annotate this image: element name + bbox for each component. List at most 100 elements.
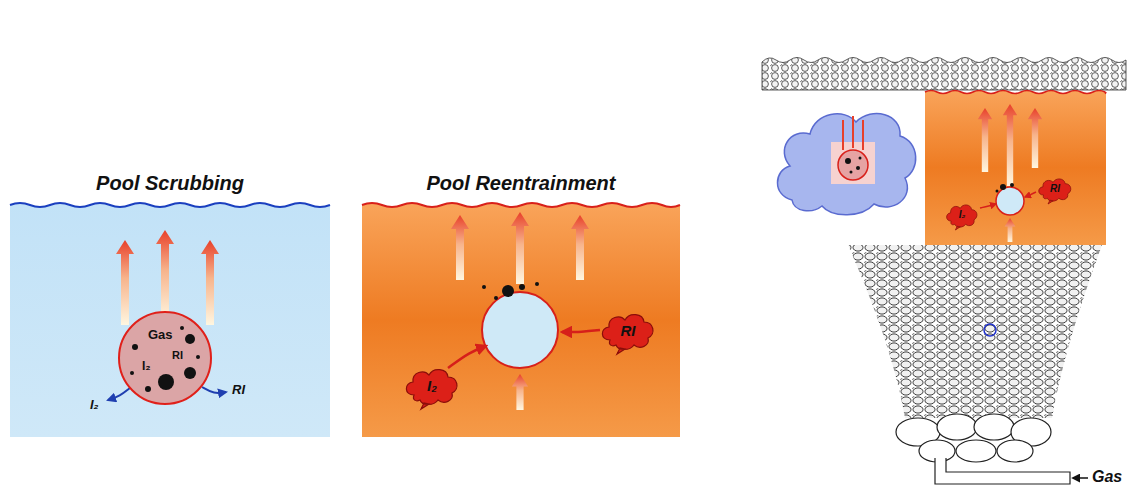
- panel-title: Pool Scrubbing: [10, 172, 330, 195]
- aerosol-particle: [184, 367, 196, 379]
- node-outline: [118, 311, 212, 405]
- iodine-blob: [602, 315, 653, 354]
- transfer-arrow: [980, 204, 996, 208]
- water-pool: [10, 203, 330, 437]
- transfer-arrow: [108, 388, 130, 400]
- species-blob: I₂: [944, 202, 980, 230]
- pool-panel: GasRI I₂ Pool Scrubbing: [10, 160, 330, 437]
- rising-arrow: [862, 120, 864, 150]
- node-outline: [362, 160, 680, 437]
- gas-bubble-node: GasRI I₂: [118, 311, 212, 405]
- aerosol-particle: [180, 326, 184, 330]
- pool-surface: [10, 203, 330, 207]
- bubble-plume: [848, 245, 1102, 418]
- aerosol-particle: [132, 344, 138, 350]
- large-bubble: [937, 414, 977, 440]
- aerosol-particle: [185, 334, 195, 344]
- gas-bubble: [996, 187, 1024, 215]
- text-holder: I₂: [944, 202, 980, 226]
- aerosol-particle: [859, 157, 862, 160]
- aerosol-particle: [850, 171, 853, 174]
- rising-arrow: [1005, 218, 1016, 242]
- aerosol-particle: [519, 284, 525, 290]
- text-holder: RI: [172, 349, 183, 361]
- rising-arrow: [852, 116, 854, 148]
- marked-bubble: [984, 324, 996, 336]
- water-pool: [362, 203, 680, 437]
- rising-arrow: [451, 215, 469, 280]
- large-bubble: [997, 440, 1033, 462]
- bubble-inset: [831, 142, 875, 184]
- droplet-cloud: [778, 114, 916, 215]
- gas-inlet-arrow: [1073, 477, 1088, 479]
- iodine-blob: [947, 205, 977, 230]
- species-label: RI: [621, 322, 636, 339]
- panel-title: Pool Reentrainment: [362, 172, 680, 195]
- rising-arrow: [156, 230, 174, 320]
- iodine-blob: [1039, 179, 1071, 204]
- species-label: I₂: [427, 377, 437, 394]
- species-blob: I₂: [402, 365, 462, 409]
- text-holder: Pool Reentrainment: [362, 172, 680, 195]
- aerosol-particle: [158, 374, 174, 390]
- text-holder: RI: [598, 310, 658, 350]
- rising-arrow: [1003, 104, 1017, 186]
- aerosol-particle: [1000, 184, 1006, 190]
- rising-arrow: [116, 240, 134, 325]
- aerosol-particle: [856, 166, 860, 170]
- gas-bubble: [482, 292, 558, 368]
- species-label: I₂: [959, 209, 966, 220]
- bubble-label: RI: [172, 349, 183, 361]
- froth-layer: [762, 58, 1126, 91]
- bubble-column-figure: [762, 58, 1126, 485]
- rising-arrow: [1028, 108, 1042, 168]
- gas-bubble: [838, 150, 868, 180]
- species-label: RI: [232, 382, 245, 397]
- species-blob: RI: [598, 310, 658, 354]
- pool-panel: I₂ RI Pool Reentrainment: [362, 160, 680, 437]
- pool-surface: [362, 203, 680, 207]
- aerosol-particle: [482, 285, 486, 289]
- text-holder: I₂: [142, 359, 151, 373]
- species-label: RI: [1050, 183, 1060, 194]
- pool-surface: [925, 91, 1106, 94]
- aerosol-particle: [502, 285, 514, 297]
- label-holder: Gas: [1092, 468, 1122, 486]
- aerosol-particle: [996, 190, 999, 193]
- aerosol-particle: [535, 282, 539, 286]
- species-label: I₂: [90, 397, 99, 412]
- bubble-label: Gas: [148, 327, 173, 342]
- species-blob: RI: [1036, 176, 1074, 204]
- iodine-blob: [406, 370, 457, 409]
- text-holder: Pool Scrubbing: [10, 172, 330, 195]
- transfer-arrow: [202, 387, 226, 393]
- rising-arrow: [571, 215, 589, 280]
- transfer-arrow: [448, 346, 486, 368]
- label-holder: I₂: [90, 397, 99, 412]
- rising-arrow: [511, 212, 529, 284]
- aerosol-particle: [494, 296, 498, 300]
- gas-bubble: [119, 312, 211, 404]
- aerosol-particle: [196, 355, 200, 359]
- text-holder: Gas: [148, 327, 173, 342]
- aerosol-particle: [1010, 183, 1014, 187]
- gas-pipe: [935, 458, 1070, 484]
- gas-inlet-label: Gas: [1092, 468, 1122, 486]
- text-holder: RI: [1036, 176, 1074, 200]
- bubble-label: I₂: [142, 359, 151, 373]
- aerosol-particle: [130, 371, 134, 375]
- aerosol-particle: [145, 386, 151, 392]
- rising-arrow: [978, 108, 992, 172]
- large-bubble: [974, 414, 1014, 440]
- aerosol-particle: [845, 158, 851, 164]
- label-holder: RI: [232, 382, 245, 397]
- rising-arrow: [201, 240, 219, 325]
- rising-arrow: [842, 120, 844, 150]
- transfer-arrow: [1025, 192, 1036, 197]
- text-holder: I₂: [402, 365, 462, 405]
- large-bubble: [956, 440, 996, 462]
- transfer-arrow: [562, 330, 600, 332]
- rising-arrow: [512, 374, 528, 410]
- pool-inset: [925, 91, 1106, 246]
